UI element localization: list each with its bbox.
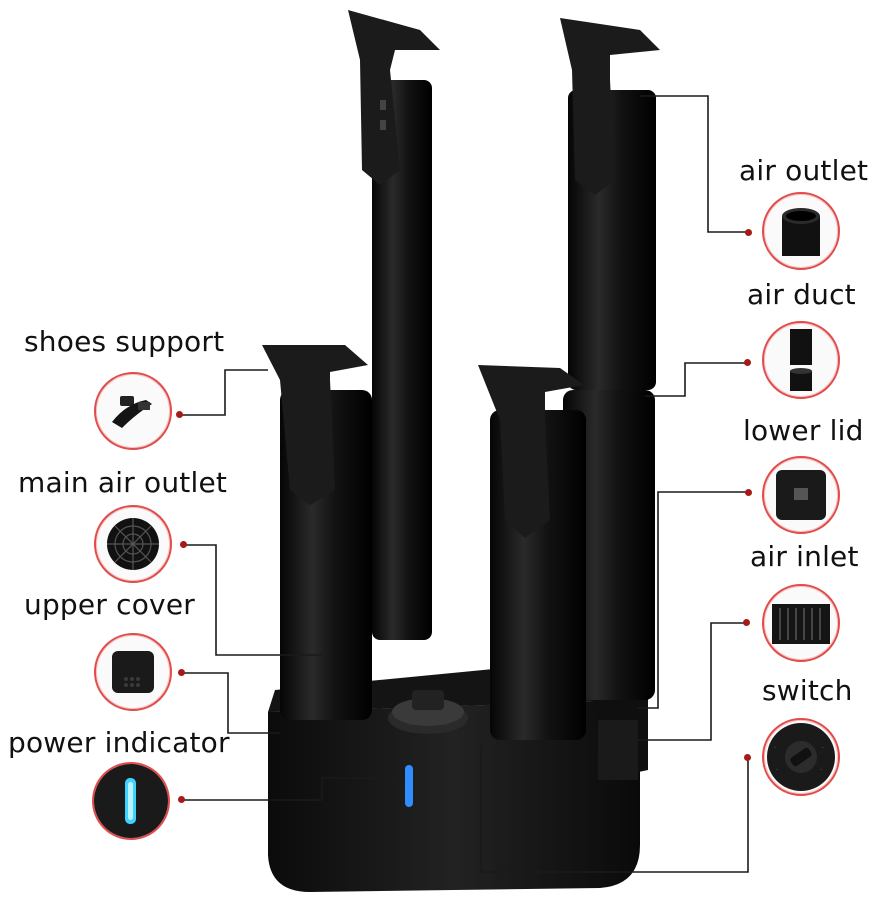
thumb-air-inlet (762, 584, 840, 662)
label-upper-cover: upper cover (24, 588, 195, 621)
duct-icon (790, 329, 812, 391)
dial-icon: · · · · (767, 723, 835, 791)
thumb-lower-lid (762, 456, 840, 534)
label-power-indicator: power indicator (8, 726, 230, 759)
dot-switch (744, 754, 751, 761)
label-air-outlet: air outlet (739, 154, 869, 187)
leader-main-air-outlet (185, 544, 322, 656)
leader-lines (182, 95, 749, 873)
dot-main-air-outlet (180, 541, 187, 548)
cover-icon (112, 651, 154, 693)
svg-text:·: · (776, 767, 778, 774)
label-air-duct: air duct (747, 278, 856, 311)
leader-switch (480, 745, 749, 873)
dot-shoes-support (176, 411, 183, 418)
leader-lower-lid (637, 491, 748, 709)
grill-icon (107, 518, 159, 570)
dot-air-outlet (745, 229, 752, 236)
label-shoes-support: shoes support (24, 325, 225, 358)
dot-air-inlet (743, 619, 750, 626)
thumb-power-indicator (92, 762, 170, 840)
leader-air-inlet (622, 622, 747, 741)
dot-upper-cover (178, 669, 185, 676)
switch-knob (388, 690, 468, 734)
label-lower-lid: lower lid (743, 414, 864, 447)
leader-upper-cover (182, 672, 280, 734)
shoes-support-icon (112, 396, 152, 428)
svg-text:·: · (822, 745, 824, 752)
thumb-air-outlet (762, 192, 840, 270)
svg-text:·: · (774, 745, 776, 752)
dot-power-indicator (178, 796, 185, 803)
thumb-upper-cover (94, 633, 172, 711)
indicator-light-icon (94, 764, 168, 838)
dot-air-duct (744, 359, 751, 366)
tube-front-right (478, 365, 586, 740)
vent-icon (772, 604, 830, 644)
thumb-main-air-outlet (94, 505, 172, 583)
tube-front-left (262, 345, 372, 720)
label-main-air-outlet: main air outlet (18, 466, 228, 499)
leader-air-duct (645, 362, 745, 397)
thumb-air-duct (762, 321, 840, 399)
label-air-inlet: air inlet (750, 540, 859, 573)
power-indicator-light (405, 765, 413, 807)
thumb-switch: · · · · (762, 718, 840, 796)
leader-shoes-support (182, 369, 268, 416)
thumb-shoes-support (94, 372, 172, 450)
label-switch: switch (762, 674, 853, 707)
svg-text:·: · (820, 767, 822, 774)
dot-lower-lid (745, 489, 752, 496)
lid-icon (776, 470, 826, 520)
tube-back-left (348, 10, 440, 640)
leader-air-outlet (640, 95, 748, 233)
leader-power-indicator (183, 777, 402, 801)
pipe-opening-icon (782, 208, 820, 256)
